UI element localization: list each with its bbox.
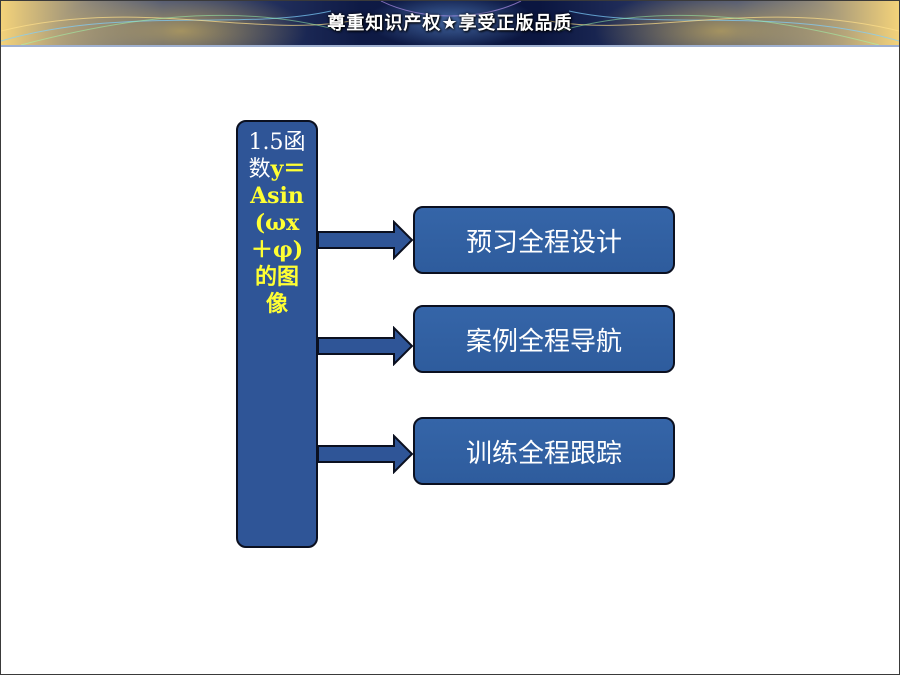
- menu-item-label: 预习全程设计: [465, 227, 622, 258]
- menu-item-training-tracking[interactable]: 训练全程跟踪: [413, 417, 675, 485]
- banner-slogan: 尊重知识产权★享受正版品质: [327, 13, 573, 34]
- banner-divider: [1, 45, 899, 47]
- section-number-label: 1.5函数: [248, 130, 306, 182]
- menu-item-case-navigation[interactable]: 案例全程导航: [413, 305, 675, 373]
- arrow-right-icon: [318, 326, 414, 366]
- menu-item-preview-design[interactable]: 预习全程设计: [413, 206, 675, 274]
- menu-item-label: 案例全程导航: [465, 326, 622, 357]
- section-topic-label: y＝Asin(ωx＋φ)的图像: [250, 156, 306, 317]
- menu-item-label: 训练全程跟踪: [465, 438, 622, 469]
- arrow-right-icon: [318, 220, 414, 260]
- header-banner: 尊重知识产权★享受正版品质: [1, 1, 899, 45]
- section-title-box[interactable]: 1.5函数y＝Asin(ωx＋φ)的图像: [236, 120, 318, 548]
- banner-light-streaks: [1, 1, 899, 45]
- arrow-right-icon: [318, 434, 414, 474]
- section-title: 1.5函数y＝Asin(ωx＋φ)的图像: [247, 129, 307, 318]
